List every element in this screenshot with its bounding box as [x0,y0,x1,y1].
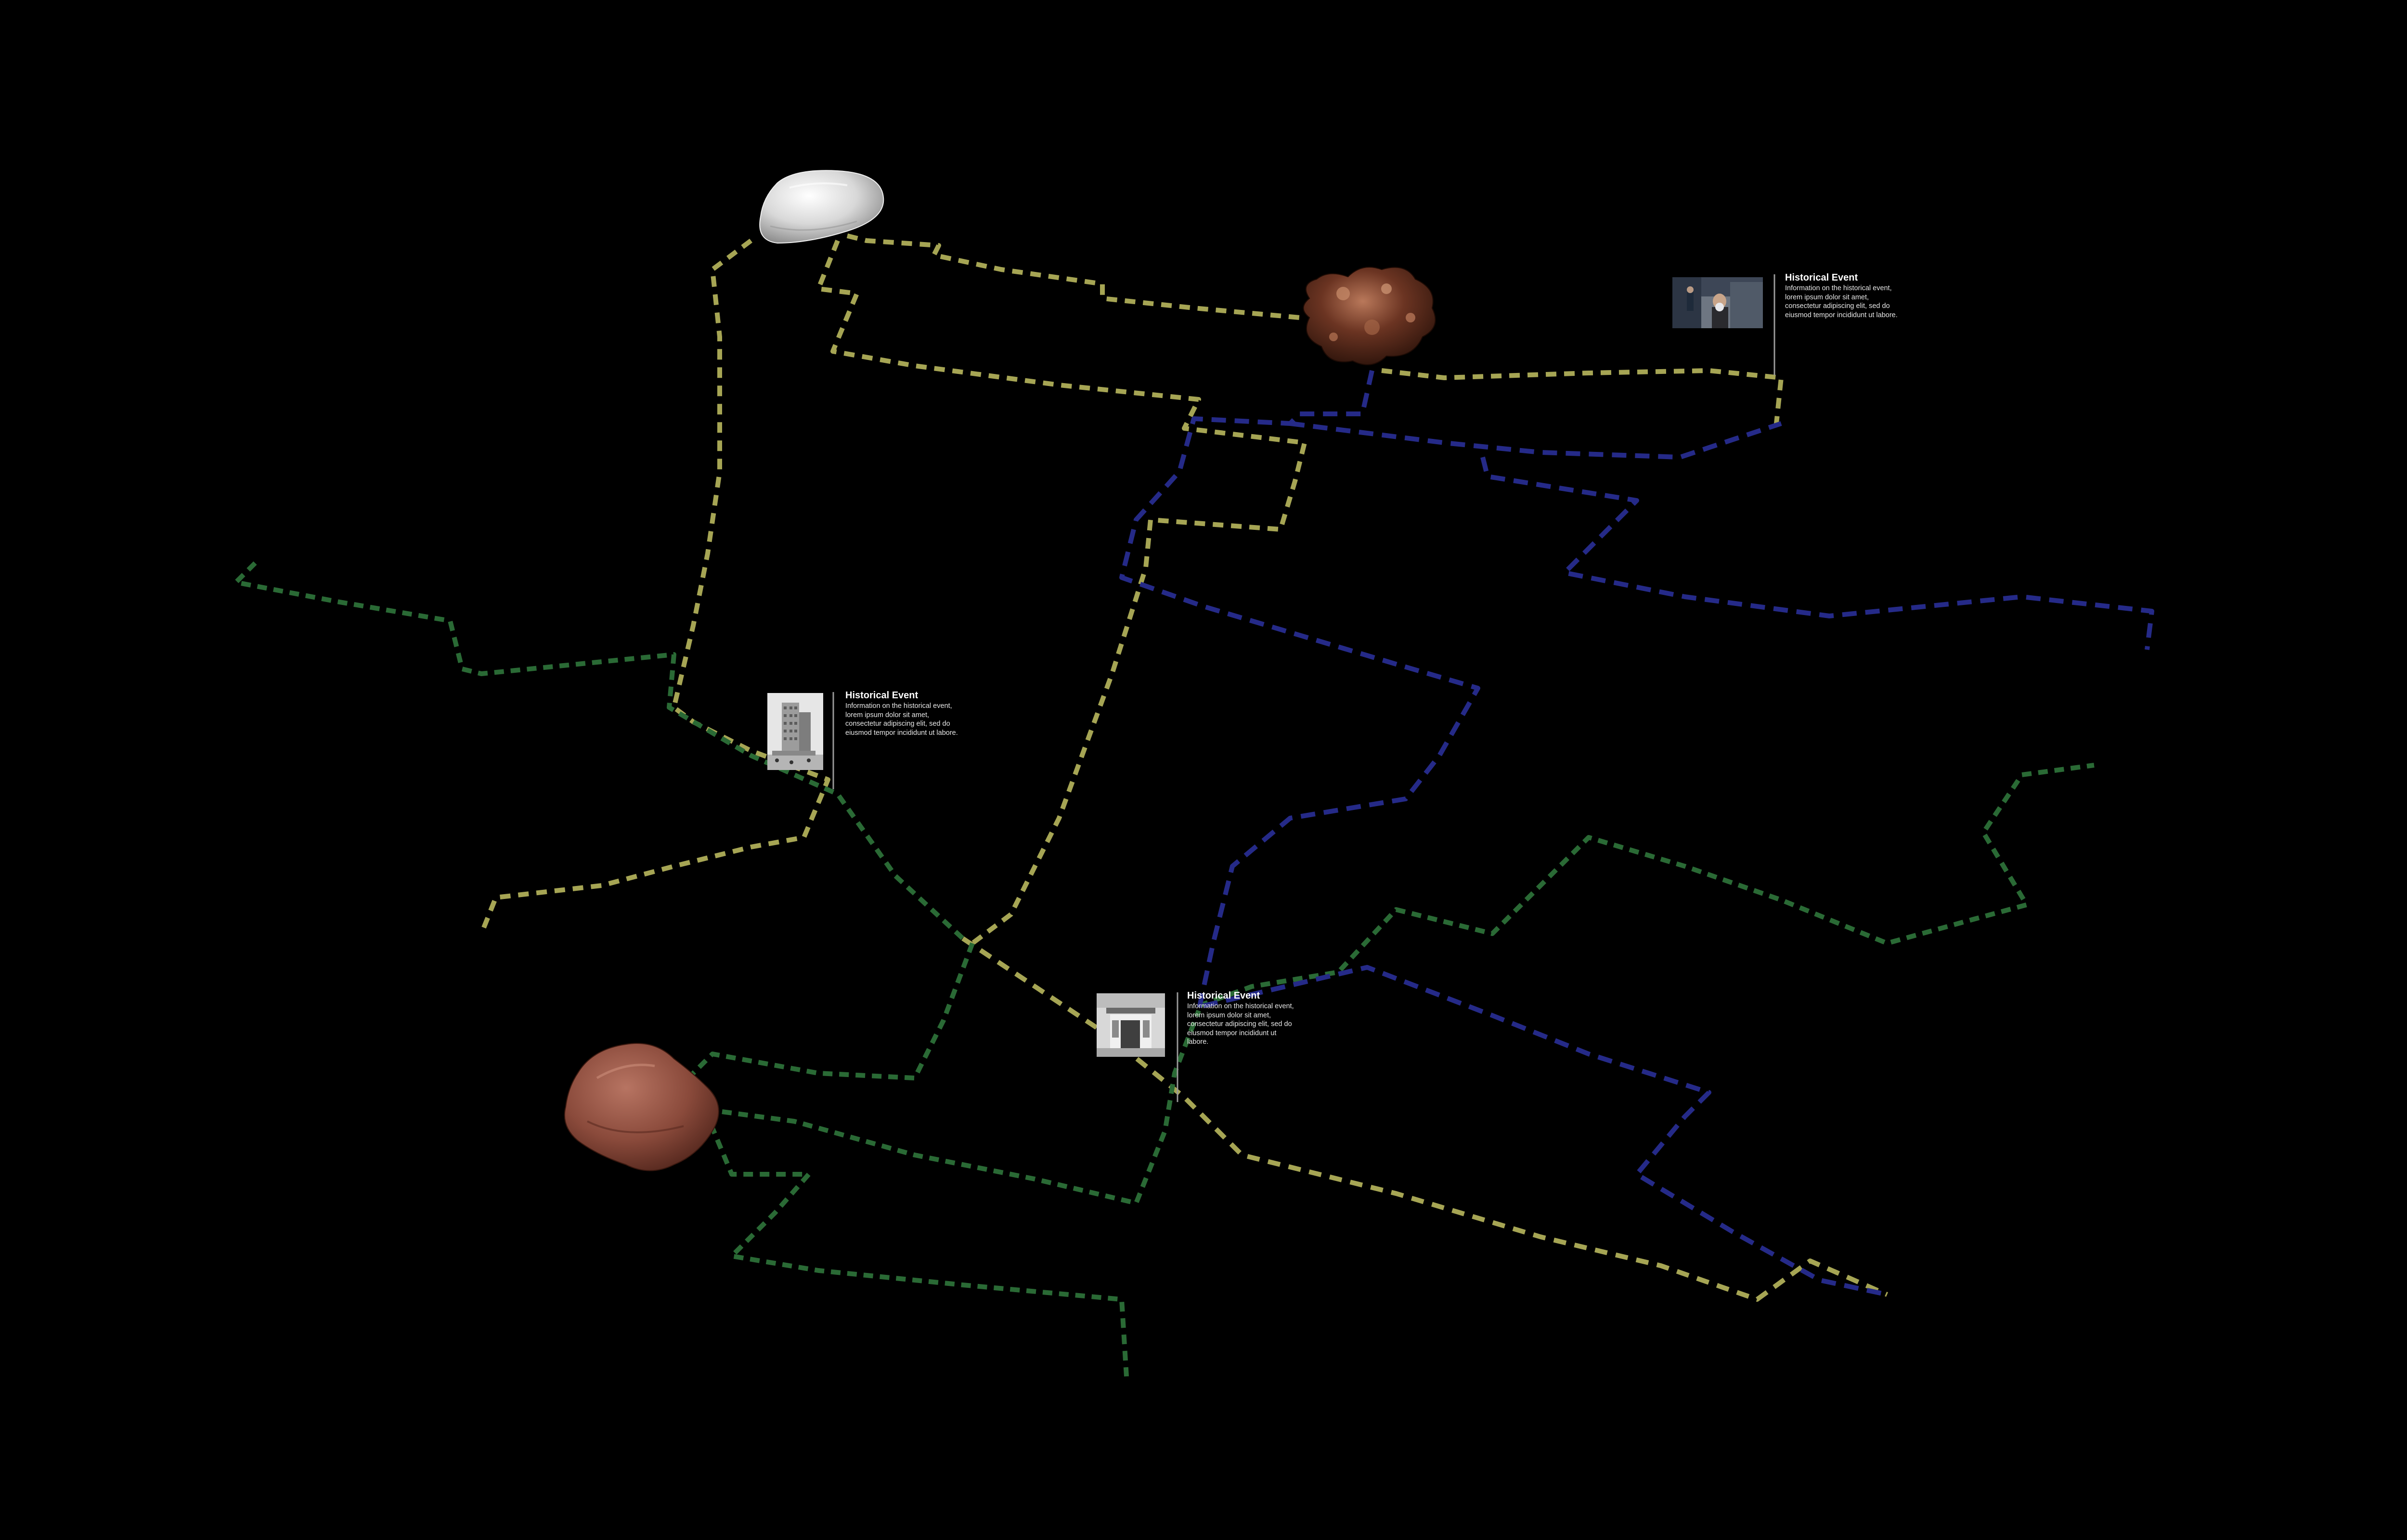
green-route-far-west[interactable] [233,561,965,940]
blue-route-southeast[interactable] [1203,965,1888,1297]
event-text-block: Historical Event Information on the hist… [845,690,960,737]
green-route-group [233,561,2095,1377]
copper-nugget-rock-icon[interactable] [1303,267,1436,365]
olive-route-north-branch[interactable] [846,233,1300,320]
event-title: Historical Event [1187,990,1260,1001]
blue-route-group [1119,370,2154,1297]
event-description: Information on the historical event, lor… [845,702,958,737]
olive-route-group [479,233,1889,1302]
street-photo-icon[interactable] [1672,277,1763,328]
event-title: Historical Event [1785,272,1858,283]
green-route-east-ridge[interactable] [1198,763,2095,1008]
event-card[interactable]: Historical Event Information on the hist… [767,690,960,789]
olive-route-west-loop[interactable] [479,239,830,935]
olive-route-inner-zigzag[interactable] [816,240,1307,945]
tower-building-photo-icon[interactable] [767,693,823,770]
white-quartz-rock-icon[interactable] [759,170,884,244]
green-route-central-loop[interactable] [681,942,1129,1377]
event-description: Information on the historical event, lor… [1187,1002,1294,1046]
event-card[interactable]: Historical Event Information on the hist… [1672,272,1903,372]
event-title: Historical Event [845,690,919,701]
event-card[interactable]: Historical Event Information on the hist… [1097,990,1299,1099]
event-text-block: Historical Event Information on the hist… [1187,990,1298,1047]
olive-route-east-spur[interactable] [1381,368,1784,424]
event-description: Information on the historical event, lor… [1785,284,1898,319]
olive-route-southeast-diagonal[interactable] [961,936,1889,1302]
event-text-block: Historical Event Information on the hist… [1785,272,1901,320]
blue-route-east-arm[interactable] [1290,421,2154,650]
brown-jasper-rock-icon[interactable] [564,1043,719,1171]
storefront-photo-icon[interactable] [1097,993,1165,1057]
